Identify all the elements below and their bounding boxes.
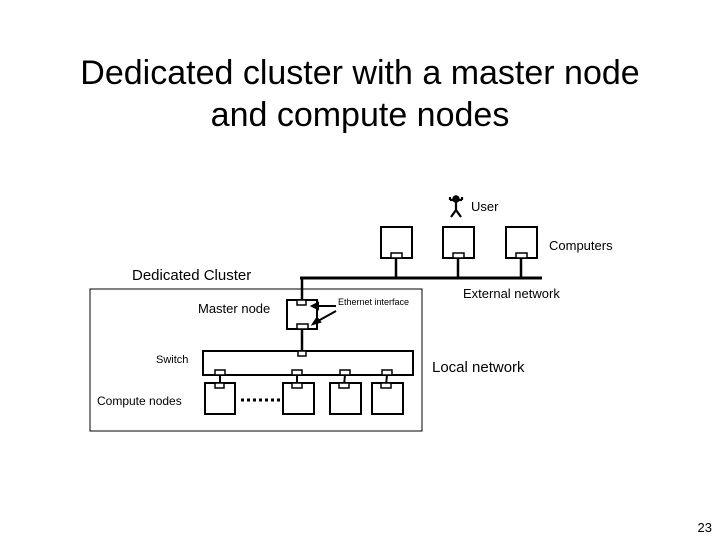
dedicated-cluster-label: Dedicated Cluster [132,267,252,284]
ethernet-interface-arrows [309,301,337,326]
master-node-label: Master node [198,301,271,316]
computers-label: Computers [549,238,613,253]
switch-label: Switch [156,354,189,366]
compute-node-1 [204,369,236,415]
slide-title-line-1: Dedicated cluster with a master node [80,54,640,92]
computer-2 [442,226,475,278]
computer-1 [380,226,413,278]
local-network-label: Local network [432,359,525,376]
compute-node-4 [371,369,404,415]
compute-nodes-label: Compute nodes [97,394,182,408]
external-network-label: External network [463,286,560,301]
switch [202,350,414,376]
dedicated-cluster-box [89,288,423,432]
slide-title: Dedicated cluster with a master node and… [0,52,720,136]
user-label: User [471,199,499,214]
computer-3 [505,226,538,278]
compute-node-2 [282,369,315,415]
page-number: 23 [697,520,712,535]
ethernet-interface-label: Ethernet interface [338,297,410,307]
compute-node-3 [329,369,362,415]
slide-title-line-2: and compute nodes [210,96,510,134]
user-icon [448,195,464,218]
